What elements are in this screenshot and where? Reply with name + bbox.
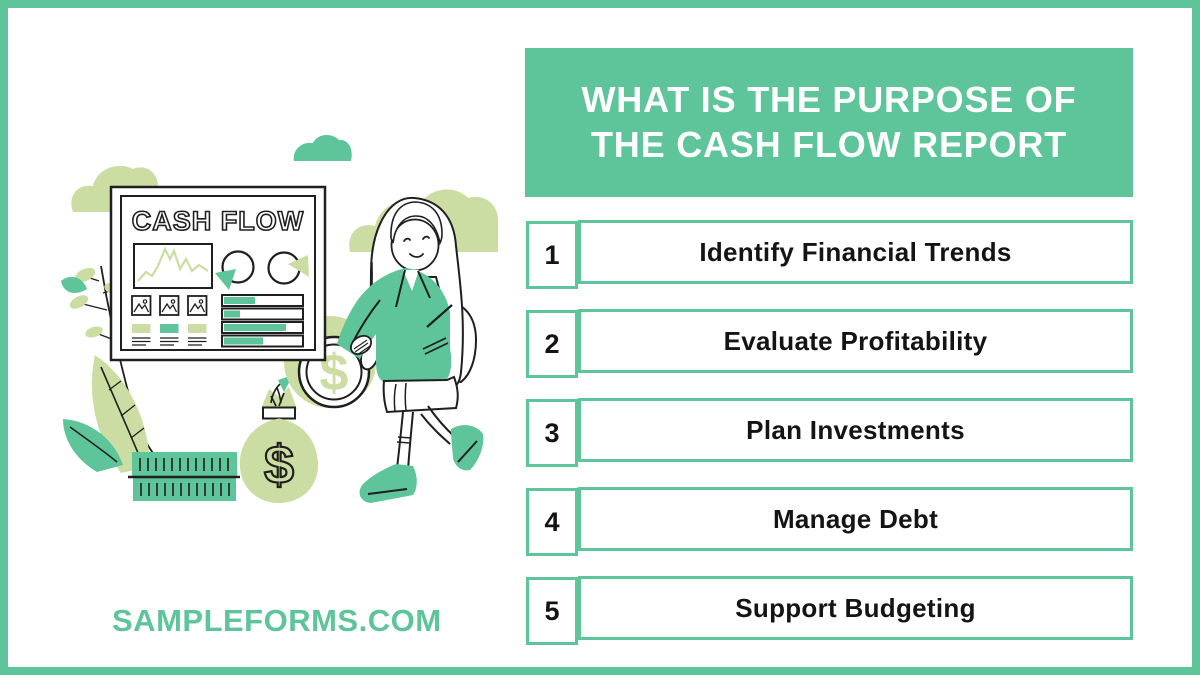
title-line-1: WHAT IS THE PURPOSE OF: [581, 79, 1077, 120]
item-4-number: 4: [526, 488, 578, 556]
skirt: [382, 375, 459, 414]
eyes: [403, 235, 430, 242]
title-line-2: THE CASH FLOW REPORT: [591, 124, 1067, 165]
thumbnail-icons: [131, 295, 208, 346]
shoe-left: [359, 464, 417, 503]
item-3-label: Plan Investments: [578, 398, 1133, 462]
progress-bars: [221, 294, 304, 348]
pie-wedge-light: [288, 255, 309, 277]
item-1-number: 1: [526, 221, 578, 289]
website-credit: SAMPLEFORMS.COM: [112, 603, 442, 638]
smile: [409, 253, 424, 258]
item-5-number: 5: [526, 577, 578, 645]
woman-figure: [337, 196, 484, 503]
item-4-label: Manage Debt: [578, 487, 1133, 551]
shoe-right: [451, 425, 484, 471]
cloud-green: [293, 134, 352, 161]
item-5-label: Support Budgeting: [578, 576, 1133, 640]
cash-flow-illustration: $ $ CASH FLOW: [61, 134, 499, 504]
title-banner: WHAT IS THE PURPOSE OF THE CASH FLOW REP…: [525, 48, 1133, 197]
money-bag-dollar-icon: $: [264, 435, 294, 495]
item-2-label: Evaluate Profitability: [578, 309, 1133, 373]
item-2-number: 2: [526, 310, 578, 378]
item-3-number: 3: [526, 399, 578, 467]
line-chart-series: [137, 246, 209, 282]
money-bag: $: [239, 387, 318, 504]
fringe: [390, 201, 443, 246]
pie-wedge-green: [215, 269, 236, 290]
jacket: [337, 268, 452, 383]
board-title: CASH FLOW: [132, 206, 304, 236]
item-1-label: Identify Financial Trends: [578, 220, 1133, 284]
cash-flow-board: CASH FLOW: [109, 185, 327, 362]
coin-stack: [128, 452, 240, 501]
leaf-small-green: [61, 276, 87, 293]
pie-chart-1: [221, 250, 255, 284]
